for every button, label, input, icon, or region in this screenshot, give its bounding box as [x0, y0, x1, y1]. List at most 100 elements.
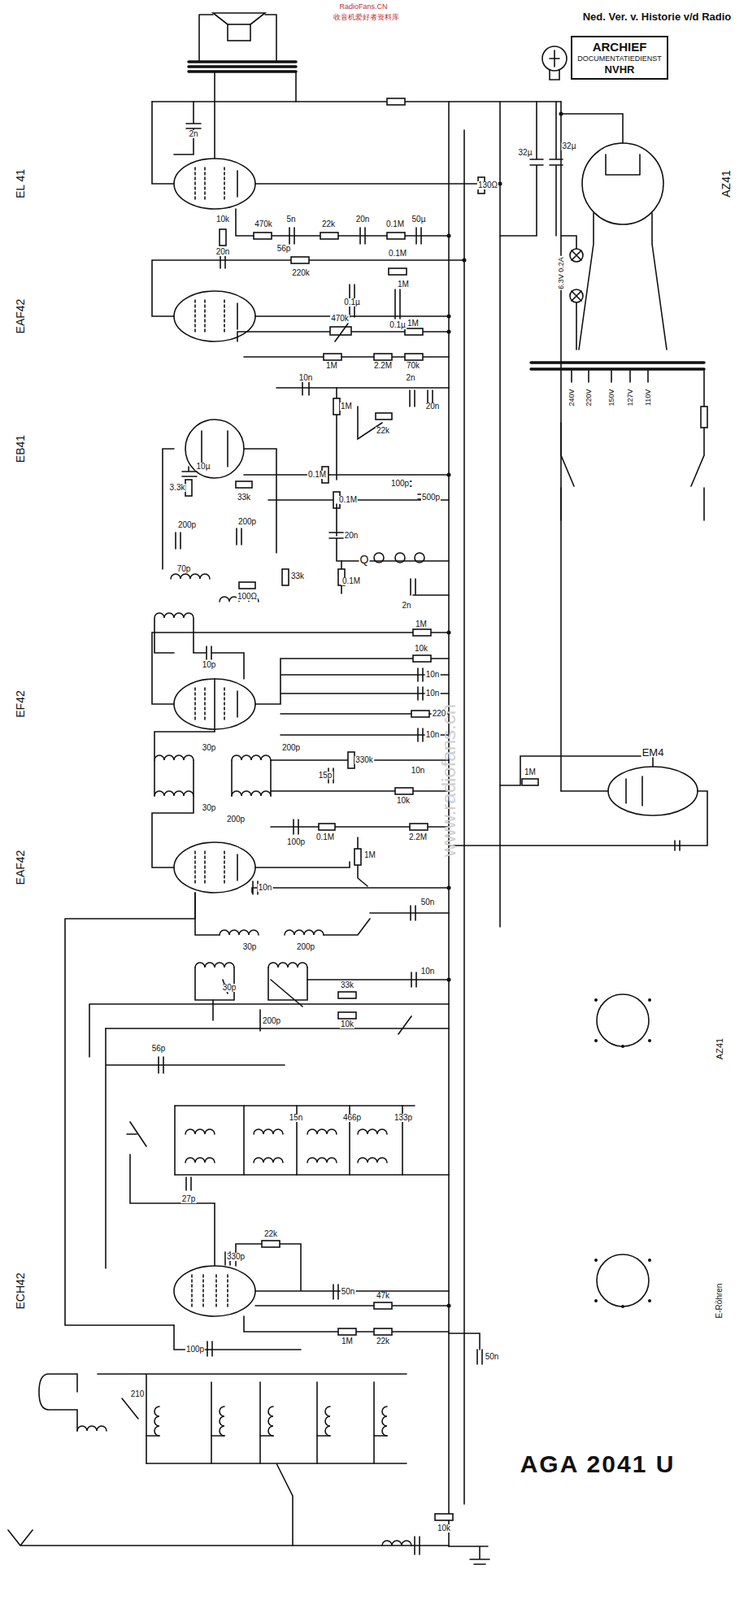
component-value: 2.2M — [373, 361, 393, 370]
component-value: 50n — [420, 898, 436, 907]
component-value: 22k — [263, 1230, 279, 1239]
component-value: 2n — [400, 601, 412, 610]
tube-name: EAF42 — [14, 849, 27, 887]
component-value: 0.1M — [341, 577, 361, 586]
component-value: 33k — [339, 981, 355, 990]
component-value: 15p — [317, 771, 334, 780]
component-value: 10n — [410, 766, 427, 775]
component-value: 220V — [585, 387, 593, 407]
component-value: 10p — [201, 661, 218, 670]
component-value: 200p — [281, 743, 301, 753]
component-value: 56p — [151, 1044, 167, 1053]
component-value: 30p — [242, 943, 258, 952]
component-value: 70k — [405, 361, 421, 370]
component-value: 3.3k — [169, 483, 187, 492]
component-value: 130Ω — [477, 181, 499, 190]
component-value: 0.1M — [307, 470, 327, 479]
component-value: 1M — [523, 768, 537, 777]
component-value: 20n — [215, 247, 231, 257]
component-value: 0.1M — [387, 249, 408, 258]
component-value: 15n — [288, 1113, 305, 1122]
component-value: 10n — [425, 730, 441, 740]
component-value: 100p — [390, 479, 410, 488]
component-value: 10n — [425, 689, 441, 698]
component-value: 22k — [321, 220, 336, 229]
component-value: 1M — [339, 402, 353, 411]
component-value: 500p — [421, 493, 441, 502]
component-value: 220k — [291, 269, 311, 278]
component-value: 10k — [395, 796, 411, 805]
component-value: 200p — [237, 517, 257, 527]
tube-name: EAF42 — [14, 298, 27, 335]
component-value: 30p — [201, 804, 218, 813]
component-value: 470k — [330, 314, 350, 323]
component-value: 2n — [187, 130, 199, 139]
component-value: 10k — [339, 1020, 355, 1029]
component-value: 150V — [608, 387, 616, 407]
component-value: 330p — [226, 1252, 246, 1262]
tube-name: EB41 — [14, 434, 27, 464]
component-value: 10k — [215, 215, 231, 224]
stamp-text: ARCHIEF — [577, 39, 662, 55]
component-value: 10k — [413, 644, 429, 653]
component-value: 6.3V 0.2A — [557, 256, 566, 291]
tube-name: AZ41 — [715, 1037, 725, 1061]
component-value: 10k — [436, 1524, 452, 1533]
component-value: 1M — [363, 851, 377, 860]
component-value: 33k — [290, 572, 305, 581]
component-value: 10µ — [195, 462, 212, 471]
stamp-text: DOCUMENTATIEDIENST — [577, 54, 662, 64]
component-value: 2.2M — [408, 833, 428, 842]
component-value: 100Ω — [236, 592, 258, 601]
component-value: 127V — [626, 387, 635, 407]
component-value: 2n — [404, 374, 416, 383]
tube-name: ECH42 — [14, 1271, 27, 1310]
component-value: 56p — [276, 244, 292, 253]
component-value: 20n — [355, 215, 371, 224]
component-value: 10n — [425, 670, 441, 679]
stamp-text: NVHR — [577, 63, 662, 77]
component-value: 1M — [406, 319, 420, 328]
component-value: 50n — [484, 1352, 501, 1362]
component-value: 200p — [295, 943, 316, 952]
component-value: 220 — [431, 709, 448, 718]
component-value: 0.1µ — [388, 321, 407, 330]
tube-name: EF42 — [14, 689, 27, 718]
component-value: 33k — [236, 493, 252, 502]
component-value: 0.1M — [315, 833, 335, 842]
component-value: 20n — [425, 402, 441, 411]
component-value: 30p — [221, 983, 238, 992]
archive-stamp: ARCHIEFDOCUMENTATIEDIENSTNVHR — [570, 35, 669, 80]
component-value: 100p — [185, 1345, 205, 1354]
component-value: 47k — [375, 1291, 391, 1301]
component-value: 32µ — [561, 142, 578, 151]
component-value: 210 — [130, 1390, 146, 1399]
component-value: 32µ — [517, 148, 534, 157]
component-value: 200p — [226, 815, 246, 824]
header-text: Ned. Ver. v. Historie v/d Radio — [582, 11, 732, 22]
tube-name: AZ41 — [720, 169, 732, 198]
component-value: 1M — [414, 620, 428, 629]
component-value: 1M — [396, 280, 410, 289]
component-value: 22k — [375, 1337, 391, 1346]
component-value: 100p — [286, 838, 306, 847]
component-value: 240V — [568, 387, 576, 407]
component-value: 50µ — [411, 215, 427, 224]
component-value: 10n — [298, 374, 314, 383]
component-value: 20n — [343, 531, 360, 540]
component-value: 200p — [177, 521, 197, 530]
header-text: RadioFans.CN — [339, 3, 388, 11]
component-value: 200p — [261, 1017, 282, 1026]
component-value: 50n — [340, 1287, 357, 1296]
component-value: 466p — [342, 1113, 362, 1122]
component-value: 30p — [201, 743, 218, 753]
component-value: 133p — [393, 1113, 414, 1122]
component-value: 110V — [644, 388, 653, 407]
component-value: 0.1µ — [343, 298, 361, 307]
component-value: 70p — [176, 565, 192, 574]
header-text: 收音机爱好者资料库 — [333, 13, 400, 22]
component-value: 330k — [354, 756, 374, 765]
component-value: 22k — [375, 426, 391, 435]
